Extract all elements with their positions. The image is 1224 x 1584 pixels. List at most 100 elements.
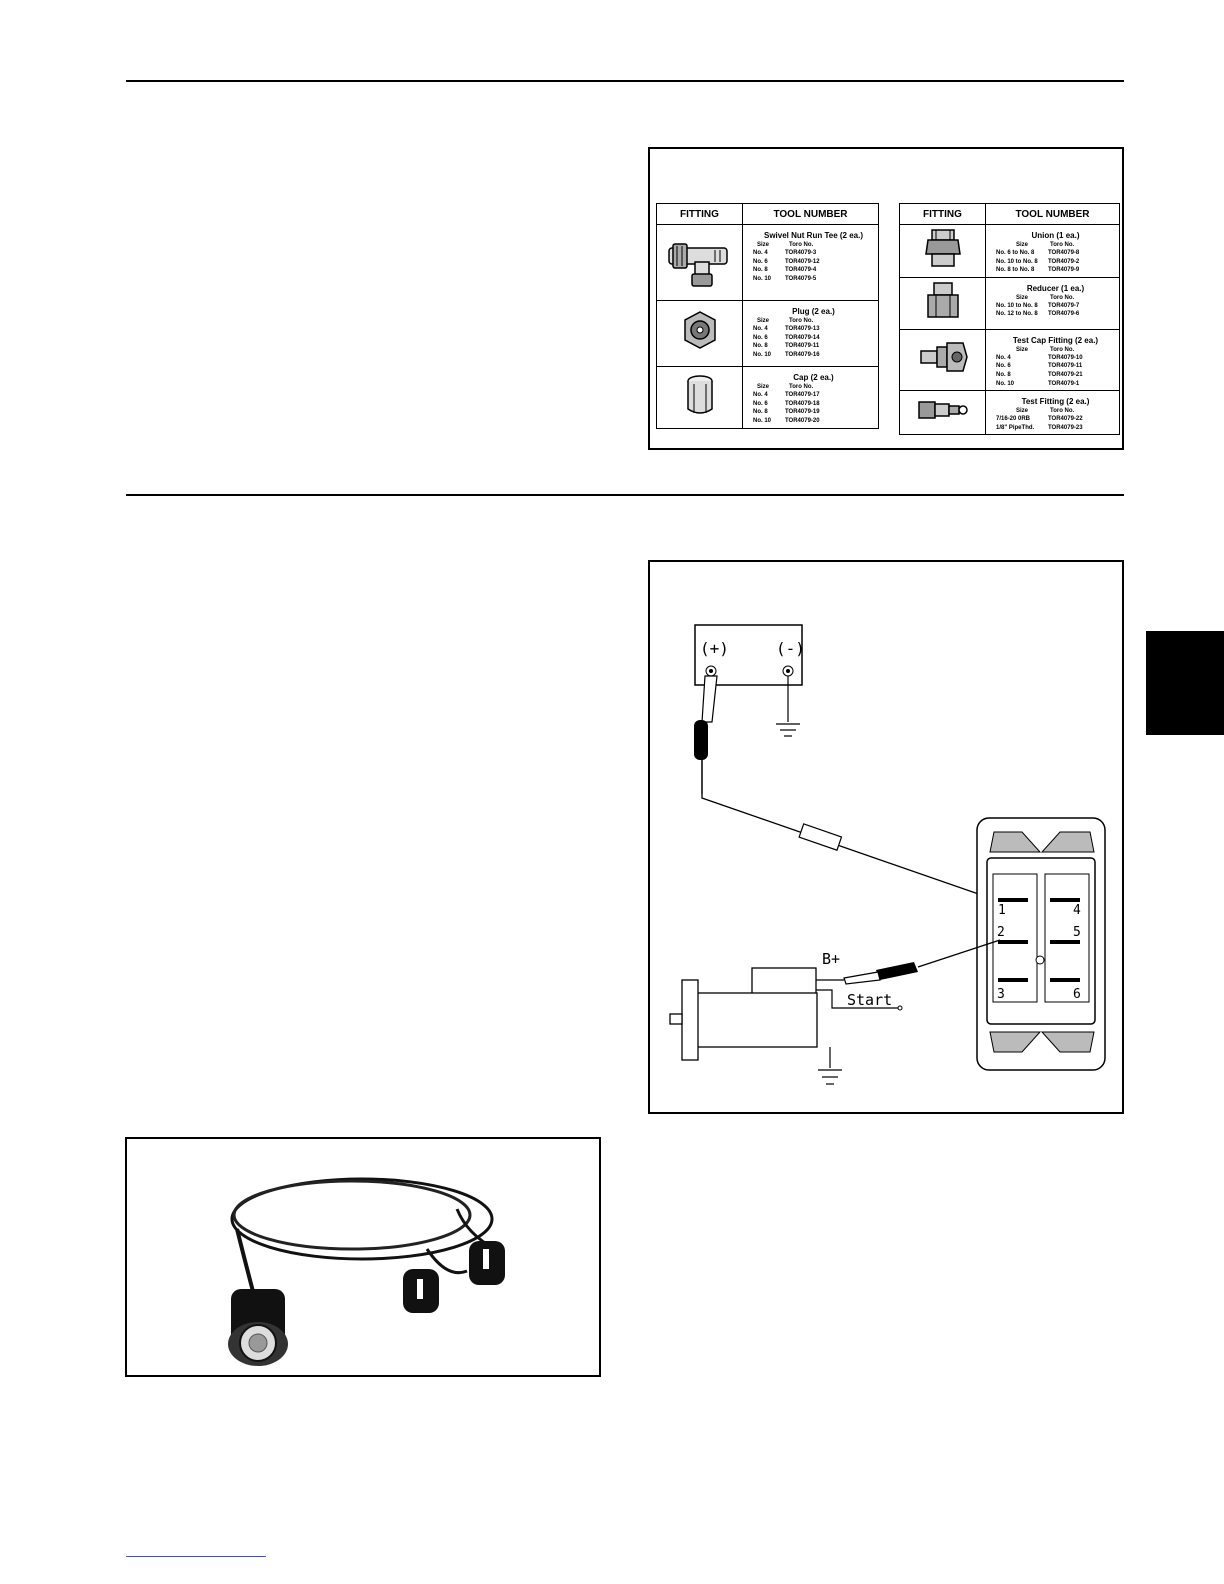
- fittings-table-left: FITTING TOOL NUMBER Swivel Nut Run Tee (…: [656, 203, 879, 429]
- battery-positive-label: (+): [700, 639, 729, 658]
- alligator-clip-starter: [843, 962, 918, 985]
- toro-value: TOR4079-8: [1048, 250, 1080, 256]
- fitting-header: FITTING: [899, 203, 986, 225]
- size-value: No. 4: [753, 326, 768, 332]
- tool-number-header: TOOL NUMBER: [742, 203, 879, 225]
- toro-value: TOR4079-20: [785, 417, 820, 424]
- size-value: No. 8: [753, 343, 768, 350]
- toro-value: TOR4079-22: [1048, 416, 1083, 423]
- union-fitting-icon: [924, 229, 961, 268]
- test-fitting-cell: [899, 390, 986, 436]
- start-label: Start: [847, 991, 892, 1009]
- test-cap-fitting-cell: [899, 328, 986, 392]
- toro-value: TOR4079-4: [785, 267, 817, 274]
- ground-symbol-battery: [776, 723, 800, 737]
- toro-value: TOR4079-1: [1048, 380, 1080, 387]
- b-plus-label: B+: [822, 950, 840, 968]
- switch-pin-2: 2: [997, 925, 1005, 940]
- toro-value: TOR4079-10: [1048, 354, 1083, 361]
- size-value: No. 10: [753, 275, 772, 282]
- fitting-title: Test Fitting (2 ea.): [1021, 397, 1090, 407]
- fitting-title: Swivel Nut Run Tee (2 ea.): [764, 231, 863, 240]
- toro-value: TOR4079-2: [1048, 258, 1080, 265]
- size-value: No. 10 to No. 8: [996, 302, 1038, 309]
- size-value: 1/8" PipeThd.: [996, 424, 1035, 431]
- alligator-clip-battery: [694, 675, 718, 794]
- toro-value: TOR4079-17: [785, 392, 820, 398]
- toro-col-label: Toro No.: [1050, 294, 1075, 301]
- size-value: No. 12 to No. 8: [996, 311, 1038, 318]
- toro-value: TOR4079-13: [785, 326, 820, 332]
- switch-pin-4: 4: [1073, 903, 1081, 918]
- toro-col-label: Toro No.: [789, 384, 814, 390]
- fitting-title: Cap (2 ea.): [793, 373, 834, 382]
- middle-rule: [126, 494, 1124, 496]
- size-value: No. 6 to No. 8: [996, 250, 1035, 256]
- toro-value: TOR4079-11: [785, 343, 820, 350]
- cap-fitting-icon: [686, 375, 713, 414]
- top-rule: [126, 80, 1124, 82]
- cap-fitting-cell: [656, 366, 743, 429]
- reducer-fitting-icon: [926, 282, 959, 318]
- section-thumb-tab: [1146, 631, 1224, 735]
- union-fitting-info: Union (1 ea.) Size Toro No. No. 6 to No. …: [985, 224, 1120, 278]
- size-value: No. 8 to No. 8: [996, 267, 1035, 274]
- size-value: No. 4: [753, 392, 768, 398]
- plug-fitting-icon: [683, 311, 716, 349]
- test-cap-fitting-icon: [919, 342, 968, 373]
- toro-col-label: Toro No.: [1050, 242, 1075, 248]
- wiring-diagram: (+) (-): [669, 624, 1106, 1085]
- cap-fitting-info: Cap (2 ea.) Size Toro No. No. 4 TOR4079-17…: [742, 366, 879, 429]
- tool-number-header: TOOL NUMBER: [985, 203, 1120, 225]
- size-col-label: Size: [757, 384, 770, 390]
- remote-starter-switch-photo: [228, 1177, 505, 1366]
- size-col-label: Size: [1016, 408, 1029, 415]
- toro-value: TOR4079-5: [785, 275, 817, 282]
- size-value: No. 10: [753, 351, 772, 358]
- fitting-title: Reducer (1 ea.): [1026, 283, 1085, 293]
- fitting-title: Union (1 ea.): [1031, 231, 1080, 240]
- toro-value: TOR4079-21: [1048, 371, 1083, 378]
- toro-col-label: Toro No.: [789, 242, 814, 248]
- switch-pin-1: 1: [998, 903, 1006, 918]
- size-col-label: Size: [757, 242, 770, 248]
- size-col-label: Size: [1016, 294, 1029, 301]
- test-fitting-icon: [917, 401, 968, 419]
- rocker-switch: [976, 817, 1106, 1071]
- switch-pin-3: 3: [997, 987, 1005, 1002]
- size-value: No. 6: [753, 334, 768, 341]
- size-value: No. 6: [753, 400, 768, 407]
- size-value: No. 10 to No. 8: [996, 258, 1038, 265]
- toro-value: TOR4079-3: [785, 250, 817, 256]
- size-value: 7/16-20 0RB: [996, 416, 1031, 423]
- toro-value: TOR4079-16: [785, 351, 820, 358]
- fittings-figure: FITTING TOOL NUMBER Swivel Nut Run Tee (…: [648, 147, 1124, 450]
- toro-value: TOR4079-11: [1048, 363, 1083, 370]
- size-col-label: Size: [1016, 346, 1029, 353]
- starter-motor: [669, 967, 903, 1068]
- wiring-diagram-figure: (+) (-): [648, 560, 1124, 1114]
- tee-fitting-cell: [656, 224, 743, 301]
- size-value: No. 4: [753, 250, 768, 256]
- battery-negative-label: (-): [776, 639, 805, 658]
- reducer-fitting-info: Reducer (1 ea.) Size Toro No. No. 10 to N…: [985, 276, 1120, 330]
- size-value: No. 8: [996, 371, 1011, 378]
- size-value: No. 8: [753, 409, 768, 416]
- tee-fitting-icon: [667, 243, 728, 287]
- toro-value: TOR4079-7: [1048, 302, 1080, 309]
- toro-value: TOR4079-6: [1048, 311, 1080, 318]
- toro-col-label: Toro No.: [1050, 346, 1075, 353]
- toro-value: TOR4079-23: [1048, 424, 1083, 431]
- size-value: No. 4: [996, 354, 1011, 361]
- size-value: No. 6: [996, 363, 1011, 370]
- starter-switch-photo-figure: [125, 1137, 601, 1377]
- clip-lead-1: [403, 1269, 439, 1313]
- footer-link-underline[interactable]: [126, 1556, 266, 1557]
- fitting-header: FITTING: [656, 203, 743, 225]
- size-col-label: Size: [1016, 242, 1029, 248]
